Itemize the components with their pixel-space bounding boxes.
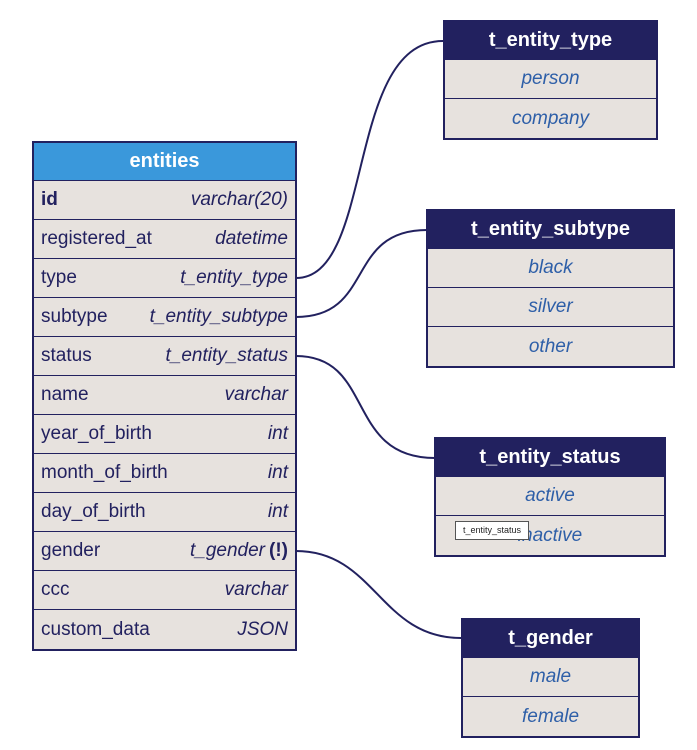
- field-type: int: [267, 501, 288, 522]
- field-type: int: [267, 462, 288, 483]
- field-type: t_gender(!): [190, 540, 288, 562]
- entities-table[interactable]: entities id varchar(20) registered_at da…: [32, 141, 297, 651]
- field-name: status: [41, 345, 92, 366]
- enum-value: person: [521, 68, 580, 89]
- field-name: year_of_birth: [41, 423, 152, 444]
- field-row-name[interactable]: name varchar: [34, 376, 295, 415]
- field-row-month-of-birth[interactable]: month_of_birth int: [34, 454, 295, 493]
- field-type: t_entity_subtype: [149, 306, 288, 327]
- field-name: custom_data: [41, 618, 150, 640]
- enum-value-row[interactable]: other: [428, 327, 673, 366]
- field-row-status[interactable]: status t_entity_status: [34, 337, 295, 376]
- field-type: datetime: [215, 228, 288, 249]
- enum-value: female: [521, 705, 580, 727]
- enum-value: other: [528, 335, 573, 357]
- enum-value: black: [528, 257, 573, 278]
- field-name: day_of_birth: [41, 501, 146, 522]
- field-name: name: [41, 384, 89, 405]
- enum-value-row[interactable]: inactive: [436, 516, 664, 555]
- table-header: t_entity_status: [436, 439, 664, 477]
- field-type: varchar(20): [190, 189, 288, 210]
- field-type: varchar: [224, 579, 288, 600]
- enum-value: silver: [528, 296, 573, 317]
- table-header: t_entity_type: [445, 22, 656, 60]
- enum-table-entity-subtype[interactable]: t_entity_subtype black silver other: [426, 209, 675, 368]
- field-row-id[interactable]: id varchar(20): [34, 181, 295, 220]
- enum-value: active: [525, 485, 575, 506]
- link-type: [295, 40, 444, 279]
- field-row-custom-data[interactable]: custom_data JSON: [34, 610, 295, 649]
- field-type: int: [267, 423, 288, 444]
- link-gender: [295, 550, 462, 639]
- table-header: t_gender: [463, 620, 638, 658]
- field-name: registered_at: [41, 228, 152, 249]
- field-row-day-of-birth[interactable]: day_of_birth int: [34, 493, 295, 532]
- field-row-subtype[interactable]: subtype t_entity_subtype: [34, 298, 295, 337]
- field-row-type[interactable]: type t_entity_type: [34, 259, 295, 298]
- not-null-flag: (!): [269, 540, 288, 561]
- enum-table-entity-type[interactable]: t_entity_type person company: [443, 20, 658, 140]
- field-name: type: [41, 267, 77, 288]
- enum-value-row[interactable]: silver: [428, 288, 673, 327]
- enum-value-row[interactable]: person: [445, 60, 656, 99]
- field-name: ccc: [41, 579, 70, 600]
- enum-table-entity-status[interactable]: t_entity_status active inactive: [434, 437, 666, 557]
- field-name: id: [41, 189, 58, 210]
- table-header: entities: [34, 143, 295, 181]
- field-row-registered-at[interactable]: registered_at datetime: [34, 220, 295, 259]
- link-status: [295, 355, 436, 459]
- field-type: t_entity_type: [180, 267, 288, 288]
- field-type: t_entity_status: [165, 345, 288, 366]
- field-row-year-of-birth[interactable]: year_of_birth int: [34, 415, 295, 454]
- field-type-text: t_gender: [190, 540, 266, 561]
- enum-value: male: [529, 666, 572, 687]
- table-header: t_entity_subtype: [428, 211, 673, 249]
- enum-value-row[interactable]: company: [445, 99, 656, 138]
- link-subtype: [295, 229, 428, 318]
- enum-value: company: [511, 107, 590, 129]
- field-row-ccc[interactable]: ccc varchar: [34, 571, 295, 610]
- field-type: JSON: [237, 618, 288, 640]
- hover-tooltip: t_entity_status: [455, 521, 529, 540]
- enum-value-row[interactable]: female: [463, 697, 638, 736]
- field-row-gender[interactable]: gender t_gender(!): [34, 532, 295, 571]
- enum-table-gender[interactable]: t_gender male female: [461, 618, 640, 738]
- enum-value: inactive: [517, 524, 583, 546]
- field-name: gender: [41, 540, 101, 561]
- field-name: subtype: [41, 306, 108, 327]
- enum-value-row[interactable]: male: [463, 658, 638, 697]
- field-type: varchar: [224, 384, 288, 405]
- field-name: month_of_birth: [41, 462, 168, 483]
- enum-value-row[interactable]: active: [436, 477, 664, 516]
- enum-value-row[interactable]: black: [428, 249, 673, 288]
